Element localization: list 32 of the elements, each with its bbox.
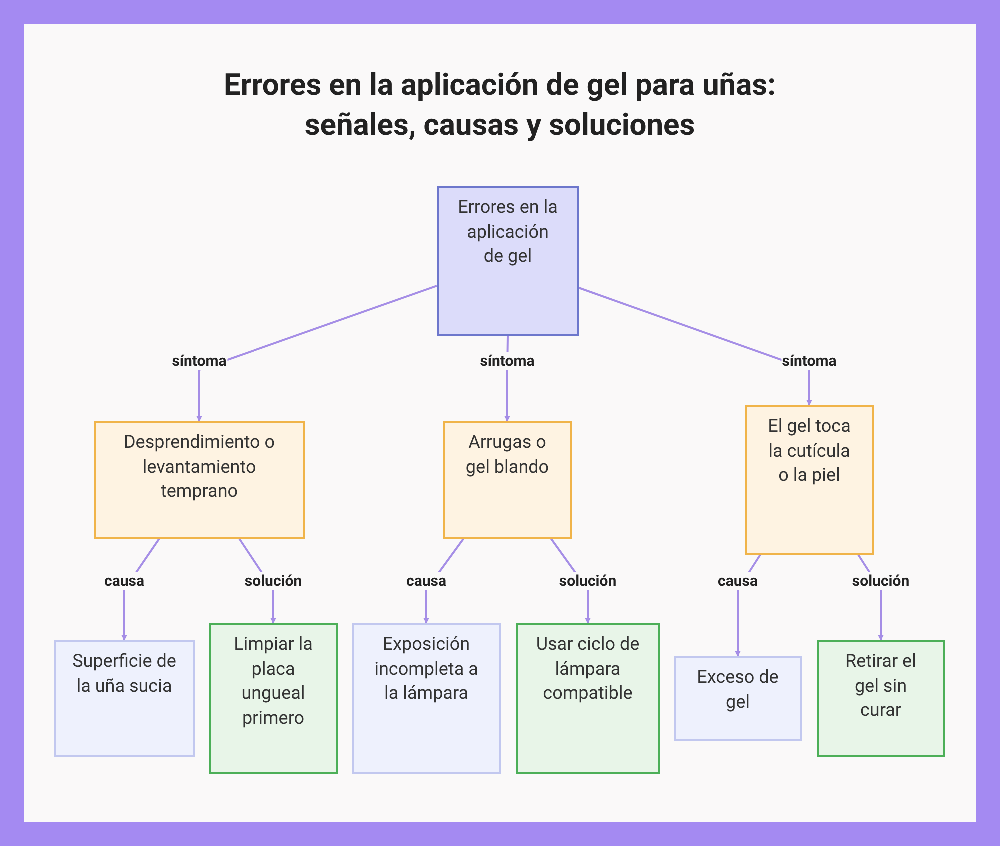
edge-label: síntoma (171, 352, 228, 370)
edge-label: causa (104, 572, 146, 590)
symptom-box (443, 421, 572, 539)
node-text: Superficie de la uña sucia (72, 650, 177, 698)
node-text: Errores en la aplicación de gel (457, 196, 559, 269)
arrow (196, 285, 438, 422)
topic-box (437, 186, 579, 336)
edge-label: causa (406, 572, 448, 590)
solution-box (817, 640, 945, 757)
arrow (578, 287, 812, 406)
edge-label: solución (558, 572, 618, 590)
cause-box (352, 623, 501, 774)
title: Errores en la aplicación de gel para uñas: señales, causas y soluciones (222, 67, 778, 145)
edge-label: síntoma (479, 352, 536, 370)
solution-box (209, 623, 338, 774)
edge-label: síntoma (781, 352, 838, 370)
edge-label: solución (244, 572, 304, 590)
cause-box (674, 656, 802, 741)
symptom-box (94, 421, 305, 539)
node-text: El gel toca la cutícula o la piel (767, 415, 852, 488)
node-text: Desprendimiento o levantamiento temprano (122, 431, 276, 504)
node-text: Limpiar la placa ungueal primero (233, 633, 314, 730)
edge-label: causa (717, 572, 759, 590)
symptom-box (745, 405, 874, 555)
edge-label: solución (851, 572, 911, 590)
node-text: Exposición incompleta a la lámpara (374, 633, 480, 706)
cause-box (54, 640, 195, 757)
node-text: Exceso de gel (696, 666, 780, 714)
node-text: Usar ciclo de lámpara compatible (535, 633, 641, 706)
node-text: Arrugas o gel blando (464, 431, 550, 480)
node-text: Retirar el gel sin curar (844, 650, 918, 723)
solution-box (516, 623, 660, 774)
